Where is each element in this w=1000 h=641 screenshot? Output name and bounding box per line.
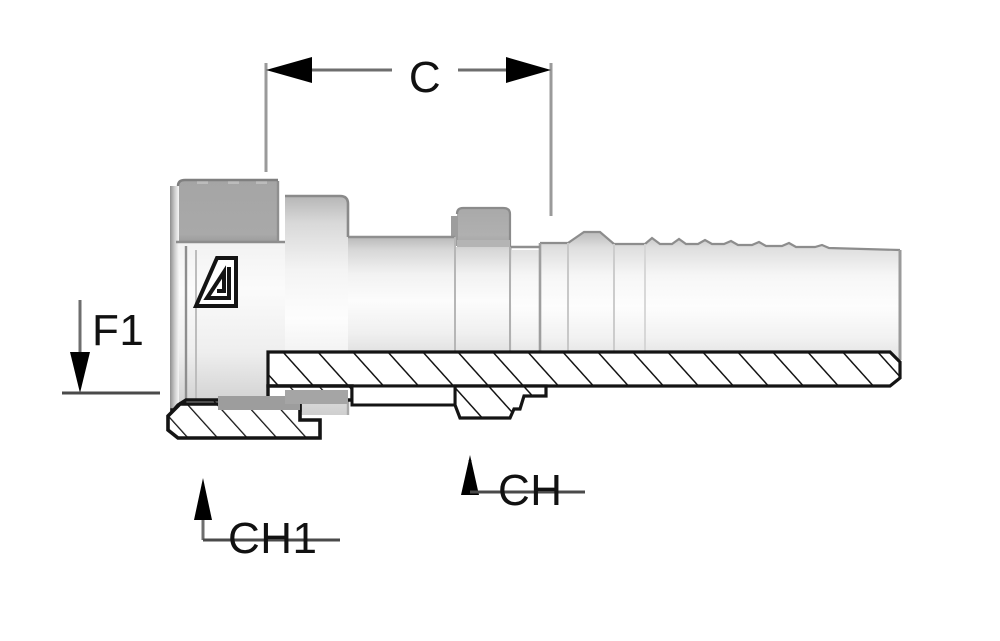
dimension-ch-arrowhead <box>461 455 479 495</box>
internal-bore-cavity <box>350 384 457 407</box>
dimension-ch-group: CH <box>461 455 585 515</box>
collar-underside-shade <box>285 390 348 404</box>
nut-collar-outline <box>285 194 350 237</box>
dimension-f1-group: F1 <box>62 300 160 395</box>
section-hatch-body-step <box>453 384 548 420</box>
swivel-nut-hex-face <box>175 180 278 242</box>
fitting-part-geometry <box>166 178 902 440</box>
body-hex-left-chamfer <box>451 216 458 246</box>
body-hex-outline <box>455 206 512 247</box>
dimension-c-arrowhead-left <box>266 57 312 83</box>
swivel-nut-top-notches <box>197 180 267 184</box>
dimension-f1-label: F1 <box>92 306 144 355</box>
dimension-c-arrowhead-right <box>506 57 551 83</box>
section-hatch-upper-wall <box>266 350 902 388</box>
manufacturer-logo-icon <box>192 256 238 308</box>
swivel-nut-top-outline <box>176 178 278 187</box>
nut-flange-shadow-sliver <box>218 396 300 410</box>
dimension-ch1-arrowhead <box>194 478 212 520</box>
dimension-f1-arrowhead <box>70 352 90 393</box>
swivel-nut-left-edge <box>170 186 179 420</box>
dimension-c-group: C <box>264 53 553 216</box>
dimension-ch1-label: CH1 <box>228 514 318 563</box>
barb-shank-body <box>512 232 900 360</box>
main-shaft-body <box>348 237 512 360</box>
body-hex-block <box>457 208 510 247</box>
barb-top-contour <box>540 230 901 252</box>
dimension-ch-label: CH <box>498 466 563 515</box>
dimension-ch1-group: CH1 <box>194 478 340 563</box>
dimension-c-label: C <box>409 53 441 102</box>
